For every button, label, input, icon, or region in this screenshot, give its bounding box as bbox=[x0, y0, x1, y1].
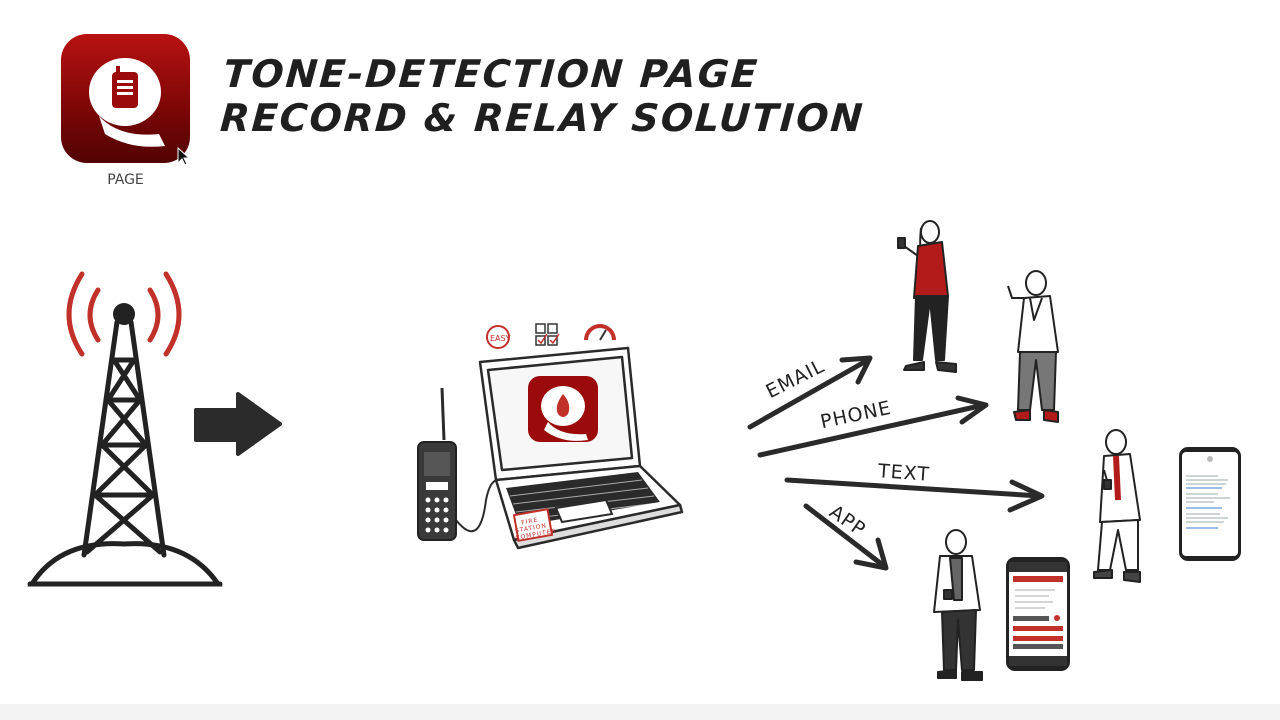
laptop-top-icons: EASY bbox=[486, 323, 616, 349]
svg-text:EASY: EASY bbox=[490, 334, 511, 343]
page-app-icon[interactable] bbox=[61, 34, 190, 163]
radio-q-logo-icon bbox=[89, 58, 165, 147]
person-text-recipient bbox=[1093, 429, 1141, 583]
smartphone-text-icon bbox=[1179, 447, 1241, 561]
laptop-icon bbox=[417, 346, 684, 550]
app-icon-label: PAGE bbox=[107, 172, 144, 188]
checklist-icon bbox=[535, 323, 560, 346]
app-arrow-icon bbox=[803, 503, 889, 571]
email-arrow-icon bbox=[747, 355, 873, 430]
phone-arrow-icon bbox=[757, 395, 989, 458]
cursor-arrow-icon bbox=[177, 147, 191, 166]
person-phone-recipient bbox=[1007, 270, 1059, 423]
person-email-recipient bbox=[897, 220, 957, 373]
footer-strip bbox=[0, 704, 1280, 720]
text-arrow-icon bbox=[784, 477, 1045, 513]
smartphone-app-icon bbox=[1006, 557, 1070, 671]
radio-tower-icon bbox=[27, 271, 223, 587]
fire-q-logo-icon bbox=[528, 376, 598, 442]
handheld-radio-icon bbox=[417, 387, 499, 541]
easy-badge-icon: EASY bbox=[486, 325, 511, 349]
gauge-icon bbox=[584, 324, 616, 341]
person-app-recipient bbox=[933, 529, 983, 681]
right-arrow-icon bbox=[194, 392, 282, 456]
